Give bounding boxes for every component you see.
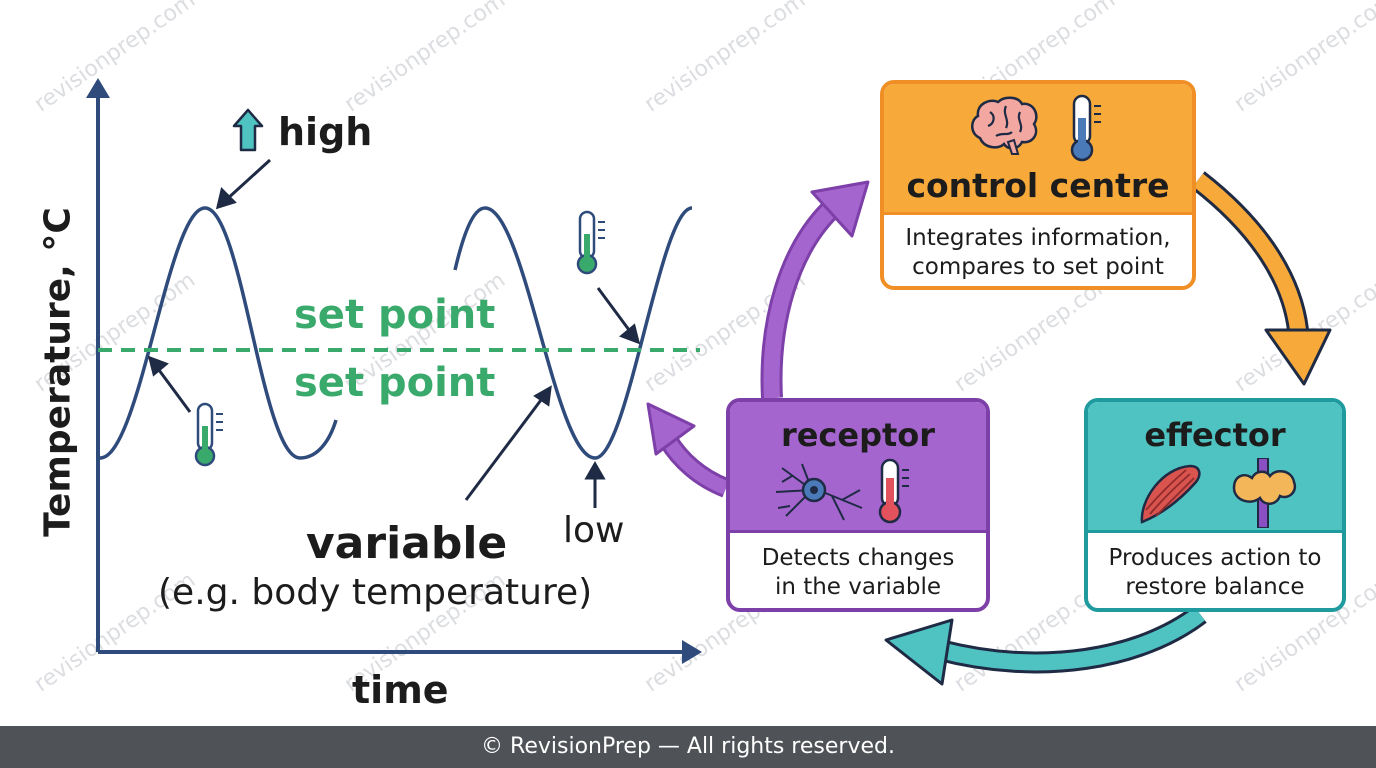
- effector-box: effector Produces action to restore bala…: [1084, 398, 1346, 612]
- feedback-arrowhead-to-graph: [646, 402, 696, 456]
- variable-pointer-head: [533, 385, 552, 407]
- control-centre-desc-line2: compares to set point: [912, 254, 1164, 280]
- control-centre-title: control centre: [906, 166, 1170, 205]
- receptor-header: receptor: [730, 402, 986, 533]
- set-point-label-top: set point: [294, 292, 496, 338]
- set-point-label-bottom: set point: [294, 360, 496, 406]
- control-centre-box: control centre Integrates information, c…: [880, 80, 1196, 290]
- effector-title: effector: [1144, 416, 1286, 454]
- receptor-title: receptor: [780, 416, 936, 454]
- neuron-icon: [775, 463, 863, 521]
- receptor-desc-line1: Detects changes: [761, 545, 955, 571]
- low-label: low: [563, 510, 625, 551]
- control-centre-header: control centre: [884, 84, 1192, 215]
- variable-curve-2: [453, 206, 693, 460]
- effector-desc-line2: restore balance: [1125, 574, 1305, 600]
- thermometer-icon: [1070, 94, 1101, 162]
- cycle-arrowhead-to-receptor: [884, 618, 954, 686]
- thermo-pointer-right: [596, 287, 634, 335]
- control-centre-desc-line1: Integrates information,: [905, 225, 1171, 251]
- low-pointer-head: [584, 460, 606, 480]
- high-pointer: [224, 158, 272, 202]
- x-axis-label: time: [352, 668, 449, 712]
- cycle-arrowhead-to-effector: [1264, 328, 1332, 386]
- high-pointer-head: [215, 187, 237, 210]
- variable-pointer: [464, 395, 546, 501]
- variable-label: variable: [306, 518, 508, 569]
- copyright-footer: © RevisionPrep — All rights reserved.: [0, 726, 1376, 768]
- effector-desc-line1: Produces action to: [1108, 545, 1322, 571]
- x-axis-arrowhead: [682, 640, 702, 664]
- effector-header: effector: [1088, 402, 1342, 533]
- pancreas-icon: [1232, 458, 1297, 528]
- thermo-pointer-right-head: [619, 323, 641, 345]
- thermometer-icon: [576, 210, 605, 275]
- thermo-pointer-left-head: [147, 355, 169, 377]
- up-arrow-icon: [232, 108, 264, 152]
- receptor-desc-line2: in the variable: [774, 574, 942, 600]
- thermo-pointer-left: [154, 365, 192, 413]
- cycle-arrowhead-to-control: [810, 180, 870, 238]
- variable-curve: [99, 206, 338, 460]
- effector-desc: Produces action to restore balance: [1088, 544, 1342, 602]
- receptor-box: receptor Detects changes in the variable: [726, 398, 990, 612]
- y-axis-arrowhead: [86, 78, 110, 98]
- high-label: high: [278, 110, 373, 154]
- thermometer-icon: [878, 458, 909, 524]
- thermometer-icon: [194, 402, 223, 467]
- graph-svg: [86, 78, 1332, 686]
- variable-example-label: (e.g. body temperature): [158, 572, 593, 613]
- muscle-icon: [1140, 464, 1201, 524]
- brain-icon: [971, 96, 1038, 155]
- receptor-desc: Detects changes in the variable: [730, 544, 986, 602]
- control-centre-desc: Integrates information, compares to set …: [884, 224, 1192, 282]
- y-axis-label: Temperature, °C: [37, 207, 79, 537]
